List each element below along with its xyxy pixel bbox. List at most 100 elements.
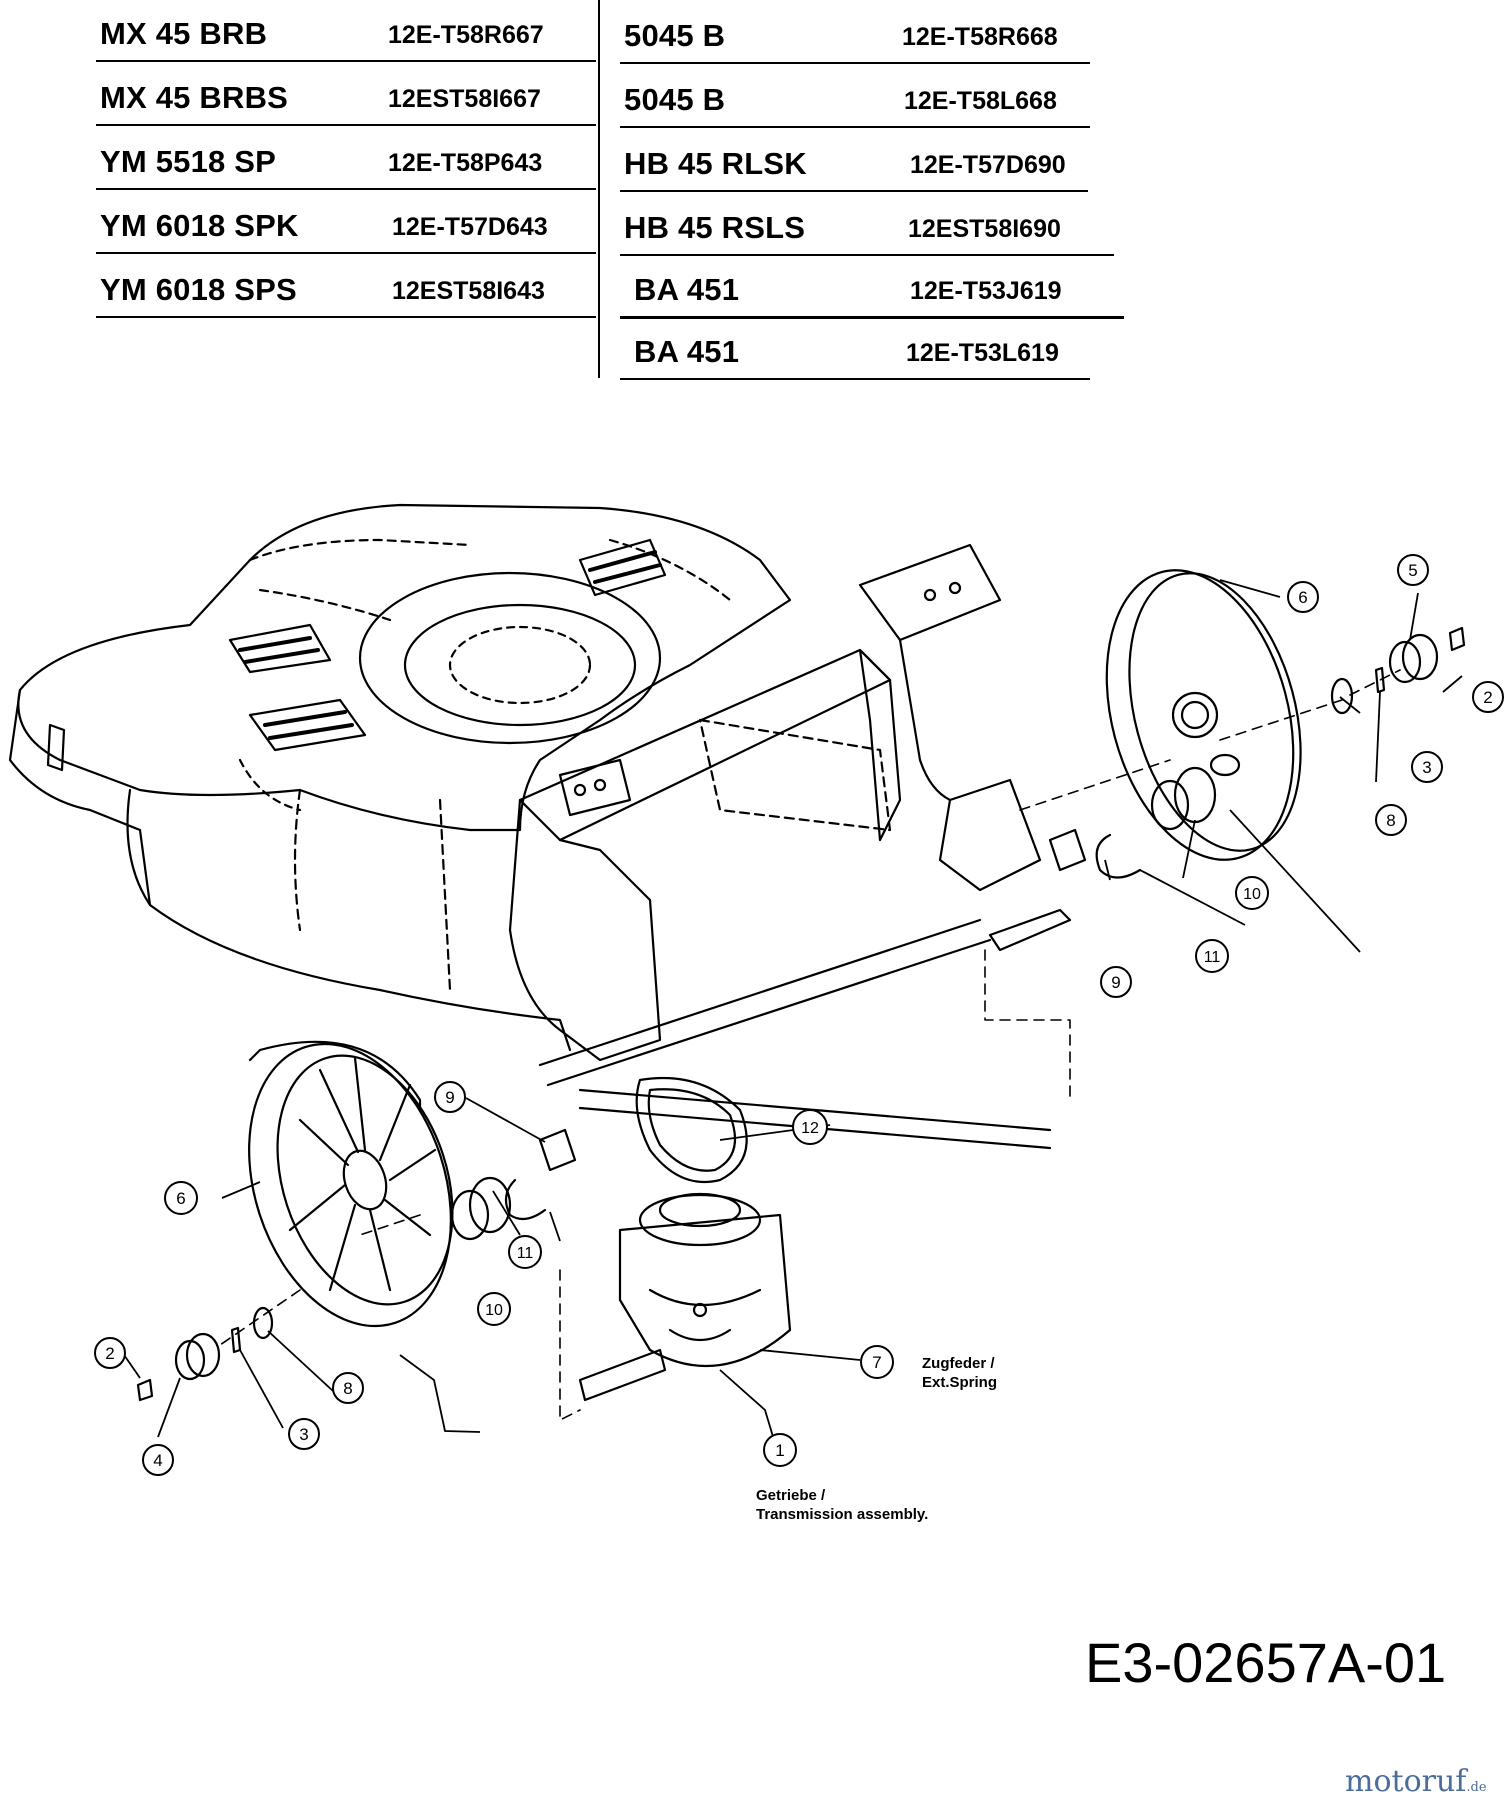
- model-code: 12E-T58R668: [902, 23, 1058, 51]
- watermark-logo: motoruf.de: [1345, 1764, 1487, 1799]
- callout-11-left: 11: [508, 1235, 542, 1269]
- callout-6-right: 6: [1287, 581, 1319, 613]
- drawing-number: E3-02657A-01: [1085, 1631, 1447, 1694]
- model-code: 12E-T53L619: [906, 339, 1059, 367]
- model-row: MX 45 BRB 12E-T58R667: [96, 0, 596, 62]
- model-code: 12EST58I643: [392, 277, 545, 305]
- watermark-suffix: .de: [1466, 1780, 1487, 1795]
- callouts: 1 2 2 3 3 4 5 6 6 7 8 8 9 9 10 10 11 11 …: [94, 554, 1504, 1476]
- transmission-label: Getriebe / Transmission assembly.: [756, 1486, 928, 1524]
- callout-6-left: 6: [164, 1181, 198, 1215]
- svg-text:11: 11: [1204, 949, 1221, 966]
- callout-4: 4: [142, 1444, 174, 1476]
- callout-10-right: 10: [1235, 876, 1269, 910]
- exploded-parts-drawing: 1 2 2 3 3 4 5 6 6 7 8 8 9 9 10 10 11 11 …: [8, 503, 1504, 1476]
- model-name: BA 451: [634, 334, 740, 369]
- callout-12: 12: [792, 1109, 828, 1145]
- svg-text:11: 11: [517, 1245, 534, 1262]
- watermark-text: motoruf: [1345, 1764, 1467, 1799]
- svg-text:2: 2: [1483, 688, 1492, 707]
- right-wheel: [1105, 569, 1302, 861]
- svg-text:8: 8: [343, 1379, 352, 1398]
- model-code: 12E-T58R667: [388, 21, 544, 49]
- svg-text:7: 7: [872, 1353, 881, 1372]
- model-code: 12E-T58P643: [388, 149, 543, 177]
- model-row: BA 451 12E-T53L619: [620, 318, 1090, 380]
- model-name: BA 451: [634, 272, 740, 307]
- bushing-9: [538, 828, 1087, 1172]
- transmission-label-de: Getriebe /: [756, 1487, 826, 1504]
- model-code: 12EST58I667: [388, 85, 541, 113]
- model-name: MX 45 BRB: [100, 16, 268, 51]
- washer-8: [252, 677, 1354, 1340]
- svg-text:9: 9: [1111, 973, 1120, 992]
- hub-4: [174, 1332, 221, 1381]
- model-code: 12E-T53J619: [910, 277, 1062, 305]
- model-row: 5045 B 12E-T58L668: [620, 66, 1090, 128]
- assembly-guide-lines: [219, 669, 1401, 1421]
- callout-9-right: 9: [1100, 966, 1132, 998]
- model-table: MX 45 BRB 12E-T58R667 MX 45 BRBS 12EST58…: [0, 0, 1508, 380]
- model-name: YM 5518 SP: [100, 144, 277, 179]
- model-row: YM 5518 SP 12E-T58P643: [96, 128, 596, 190]
- transmission-label-en: Transmission assembly.: [756, 1506, 929, 1523]
- model-row: HB 45 RLSK 12E-T57D690: [620, 130, 1088, 192]
- model-name: YM 6018 SPS: [100, 272, 297, 307]
- callout-11-right: 11: [1195, 939, 1229, 973]
- model-code: 12E-T58L668: [904, 87, 1057, 115]
- svg-text:6: 6: [176, 1189, 185, 1208]
- model-row: HB 45 RSLS 12EST58I690: [620, 194, 1114, 256]
- transmission-assembly: [578, 1192, 792, 1402]
- svg-text:12: 12: [801, 1120, 819, 1137]
- callout-3-left: 3: [288, 1418, 320, 1450]
- callout-3-right: 3: [1411, 751, 1443, 783]
- model-name: MX 45 BRBS: [100, 80, 289, 115]
- spring-label: Zugfeder / Ext.Spring: [922, 1354, 997, 1392]
- svg-text:9: 9: [445, 1088, 454, 1107]
- callout-2-left: 2: [94, 1337, 126, 1369]
- mower-deck: [8, 503, 792, 1052]
- retaining-clip-11: [504, 833, 1142, 1221]
- model-row: YM 6018 SPS 12EST58I643: [96, 256, 596, 318]
- callout-1: 1: [763, 1433, 797, 1467]
- callout-10-left: 10: [477, 1292, 511, 1326]
- model-row: MX 45 BRBS 12EST58I667: [96, 64, 596, 126]
- model-name: HB 45 RSLS: [624, 210, 806, 245]
- model-code: 12E-T57D690: [910, 151, 1066, 179]
- model-name: HB 45 RLSK: [624, 146, 807, 181]
- callout-2-right: 2: [1472, 681, 1504, 713]
- svg-text:1: 1: [775, 1441, 784, 1460]
- callout-8-left: 8: [332, 1372, 364, 1404]
- callout-7: 7: [860, 1345, 894, 1379]
- model-row: YM 6018 SPK 12E-T57D643: [96, 192, 596, 254]
- svg-text:10: 10: [1243, 886, 1261, 903]
- svg-text:5: 5: [1408, 561, 1417, 580]
- model-name: 5045 B: [624, 82, 726, 117]
- left-wheel: [248, 1040, 454, 1328]
- callout-9-left: 9: [434, 1081, 466, 1113]
- spring-label-en: Ext.Spring: [922, 1374, 998, 1391]
- svg-text:6: 6: [1298, 588, 1307, 607]
- callout-leaders: [121, 579, 1463, 1461]
- drive-belt: [635, 1076, 748, 1184]
- svg-text:10: 10: [485, 1302, 503, 1319]
- handle-bracket: [508, 543, 1042, 1062]
- model-code: 12EST58I690: [908, 215, 1061, 243]
- svg-text:3: 3: [1422, 758, 1431, 777]
- callout-5: 5: [1397, 554, 1429, 586]
- hub-5: [1388, 633, 1439, 684]
- model-name: YM 6018 SPK: [100, 208, 299, 243]
- column-divider: [598, 0, 600, 378]
- model-row: BA 451 12E-T53J619: [620, 256, 1124, 319]
- bearing-10: [450, 766, 1217, 1241]
- model-name: 5045 B: [624, 18, 726, 53]
- svg-text:4: 4: [153, 1451, 162, 1470]
- pin-3: [230, 666, 1386, 1354]
- svg-text:8: 8: [1386, 811, 1395, 830]
- model-row: 5045 B 12E-T58R668: [620, 2, 1090, 64]
- svg-text:2: 2: [105, 1344, 114, 1363]
- spring-label-de: Zugfeder /: [922, 1355, 995, 1372]
- screw-2: [136, 626, 1466, 1402]
- model-code: 12E-T57D643: [392, 213, 548, 241]
- drive-belt: [647, 1088, 737, 1172]
